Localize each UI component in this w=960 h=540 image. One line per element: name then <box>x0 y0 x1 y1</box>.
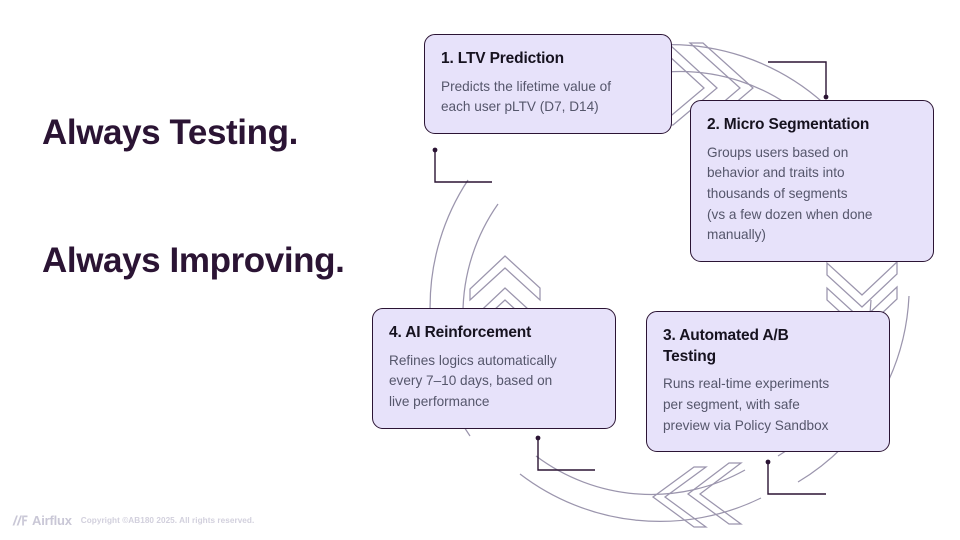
headline-line-1: Always Testing. <box>42 113 298 153</box>
page-title: Always Testing. Always Improving. <box>42 27 345 326</box>
cycle-step-card-2[interactable]: 2. Micro Segmentation Groups users based… <box>690 100 934 262</box>
connector-dot-card-4 <box>535 435 541 441</box>
cycle-step-card-4[interactable]: 4. AI Reinforcement Refines logics autom… <box>372 308 616 429</box>
chevron-left-1-icon <box>469 255 541 302</box>
ring-arc-outer-bottom <box>519 473 762 523</box>
cycle-step-card-3[interactable]: 3. Automated A/B Testing Runs real-time … <box>646 311 890 453</box>
ring-arc-inner-bottom <box>535 455 746 496</box>
connector-card-4 <box>537 438 595 471</box>
chevron-bottom-1-icon <box>651 466 708 528</box>
headline-line-2: Always Improving. <box>42 241 345 281</box>
connector-dot-card-3 <box>765 459 771 465</box>
card-1-title: 1. LTV Prediction <box>441 50 564 67</box>
brand-name: Airflux <box>32 513 72 528</box>
card-2-body: Groups users based on behavior and trait… <box>707 144 873 243</box>
card-4-title: 4. AI Reinforcement <box>389 324 532 341</box>
brand-logo: Airflux <box>12 513 72 528</box>
connector-card-1 <box>434 150 492 183</box>
chevron-right-1-icon <box>826 260 898 308</box>
card-4-body: Refines logics automatically every 7–10 … <box>389 352 557 409</box>
connector-card-2 <box>768 61 827 97</box>
chevron-bottom-2-icon <box>686 462 743 525</box>
connector-card-3 <box>767 462 826 495</box>
card-3-body: Runs real-time experiments per segment, … <box>663 376 830 433</box>
footer: Airflux Copyright ©AB180 2025. All right… <box>12 513 254 528</box>
card-3-title: 3. Automated A/B Testing <box>663 327 789 365</box>
card-2-title: 2. Micro Segmentation <box>707 116 870 133</box>
card-1-body: Predicts the lifetime value of each user… <box>441 78 612 115</box>
cycle-step-card-1[interactable]: 1. LTV Prediction Predicts the lifetime … <box>424 34 672 134</box>
connector-dot-card-1 <box>432 147 438 153</box>
copyright-text: Copyright ©AB180 2025. All rights reserv… <box>80 515 255 525</box>
connector-dot-card-2 <box>823 94 829 100</box>
airflux-mark-icon <box>12 515 28 526</box>
